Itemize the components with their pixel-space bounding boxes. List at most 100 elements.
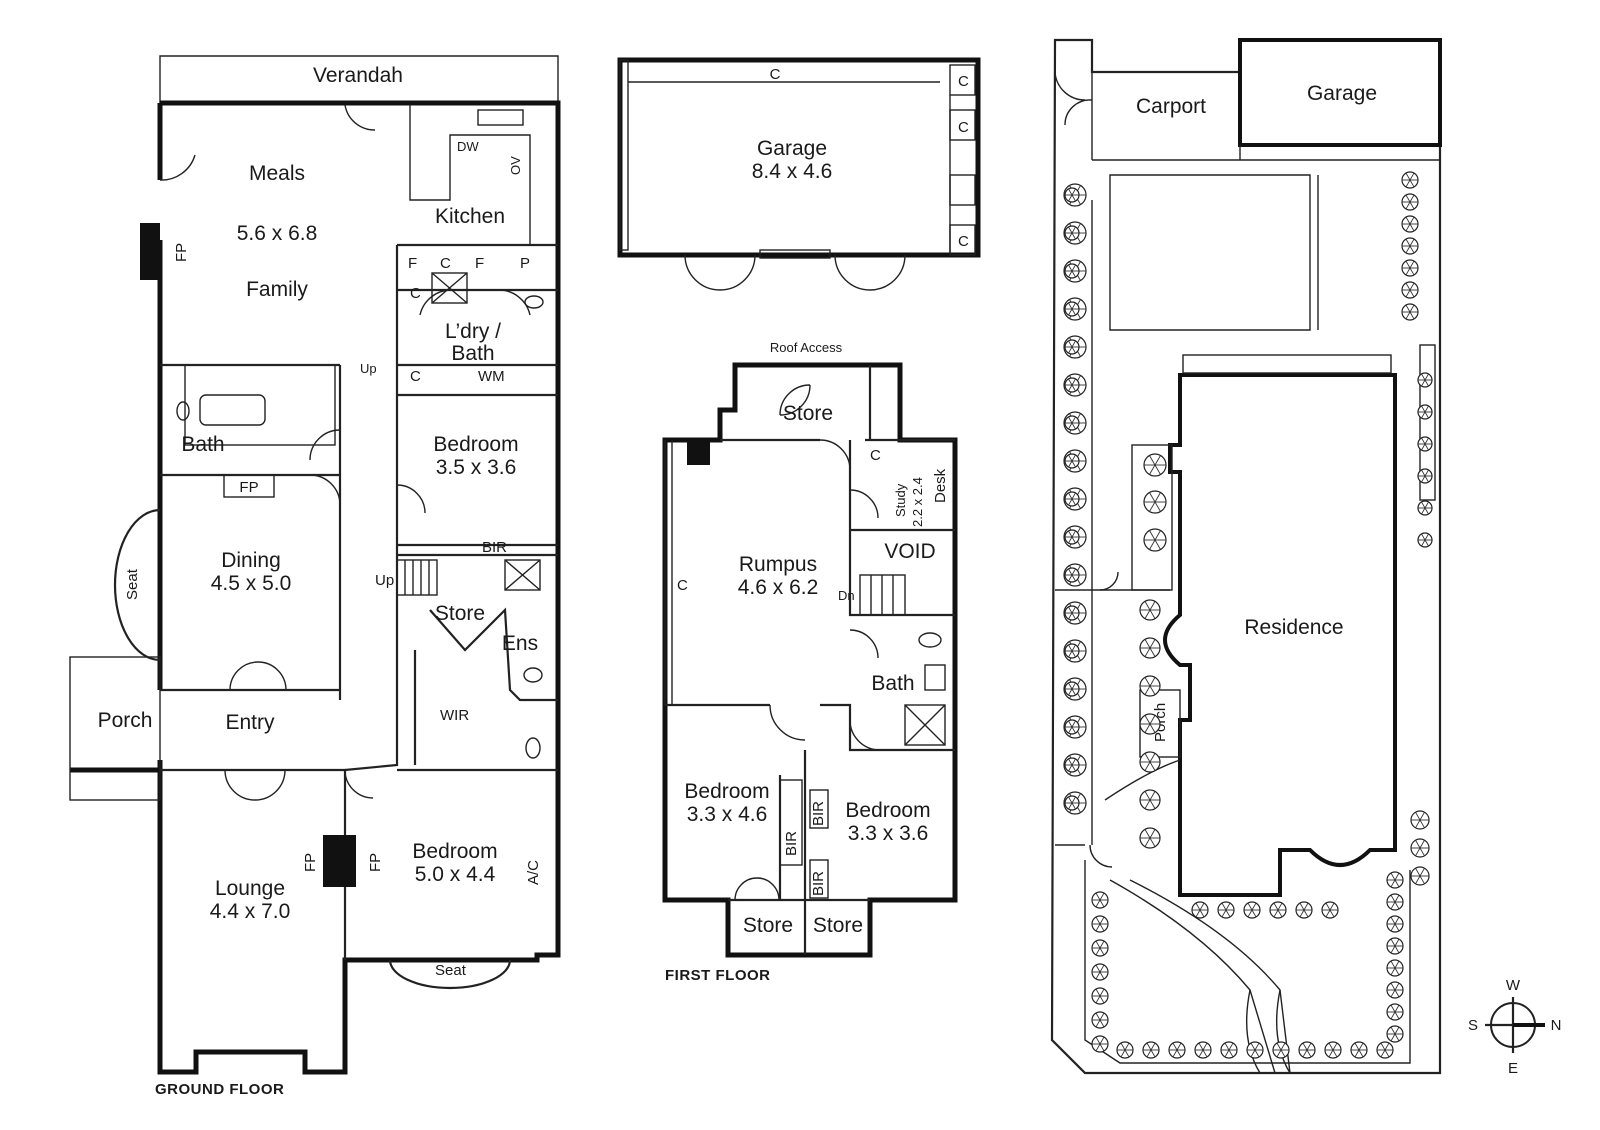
tree-icon: [1064, 757, 1080, 773]
store-label-first-1: Store: [743, 914, 793, 937]
tree-icon: [1386, 981, 1404, 999]
tree-icon: [1410, 838, 1430, 858]
first-floor: Roof Access Store C Study 2.2 x 2.4 Desk…: [662, 340, 958, 984]
bedroom-1-label: Bedroom: [433, 433, 518, 456]
tree-icon: [1410, 866, 1430, 886]
ensuite-label: Ens: [502, 632, 538, 655]
tree-icon: [1417, 532, 1433, 548]
tree-icon: [1191, 901, 1209, 919]
tree-icon: [1417, 468, 1433, 484]
tree-icon: [1091, 963, 1109, 981]
verandah-label: Verandah: [313, 64, 403, 87]
bedroom-1-dimension: 3.5 x 3.6: [436, 456, 517, 479]
tree-icon: [1139, 789, 1161, 811]
kitchen-label: Kitchen: [435, 205, 505, 228]
tree-icon: [1139, 637, 1161, 659]
carport-label: Carport: [1136, 95, 1206, 118]
dishwasher-label: DW: [457, 139, 479, 154]
cupboard-label-3: C: [410, 368, 421, 385]
tree-icon: [1139, 751, 1161, 773]
tree-icon: [1139, 599, 1161, 621]
tree-icon: [1064, 225, 1080, 241]
compass-north: N: [1551, 1017, 1562, 1034]
pantry-label: P: [520, 255, 530, 272]
tree-icon: [1143, 528, 1167, 552]
tree-icon: [1295, 901, 1313, 919]
tree-icon: [1091, 1035, 1109, 1053]
ground-floor: Verandah Meals 5.6 x 6.8 Family Kitchen …: [69, 55, 561, 1098]
compass-south: S: [1468, 1017, 1478, 1034]
void-label: VOID: [884, 540, 935, 563]
tree-icon: [1139, 713, 1161, 735]
tree-icon: [1386, 959, 1404, 977]
tree-icon: [1142, 1041, 1160, 1059]
garage-label: Garage: [757, 137, 827, 160]
tree-icon: [1064, 529, 1080, 545]
first-floor-caption: FIRST FLOOR: [665, 967, 771, 984]
tree-icon: [1417, 404, 1433, 420]
lounge-dimension: 4.4 x 7.0: [210, 900, 291, 923]
tree-icon: [1064, 567, 1080, 583]
tree-icon: [1386, 915, 1404, 933]
tree-icon: [1064, 719, 1080, 735]
tree-icon: [1324, 1041, 1342, 1059]
tree-icon: [1064, 453, 1080, 469]
laundry-label: L’dry /: [445, 320, 501, 343]
bath-label: Bath: [181, 433, 224, 456]
tree-icon: [1091, 987, 1109, 1005]
fireplace-lounge-label: FP: [302, 853, 319, 872]
tree-icon: [1376, 1041, 1394, 1059]
rumpus-label: Rumpus: [739, 553, 817, 576]
fireplace-dining-label: FP: [239, 479, 258, 496]
tree-icon: [1298, 1041, 1316, 1059]
store-label-first-2: Store: [813, 914, 863, 937]
entry-label: Entry: [225, 711, 275, 734]
garage-cupboard-label-3: C: [958, 233, 969, 250]
bedroom-2-dimension: 5.0 x 4.4: [415, 863, 496, 886]
garage-cupboard-label-1: C: [958, 73, 969, 90]
tree-icon: [1386, 1003, 1404, 1021]
fridge-label-1: F: [408, 255, 417, 272]
site-garage-label: Garage: [1307, 82, 1377, 105]
bedroom-4-dimension: 3.3 x 3.6: [848, 822, 929, 845]
rumpus-cupboard-label: C: [677, 577, 688, 594]
air-conditioner-label: A/C: [525, 860, 542, 885]
bedroom-3-label: Bedroom: [684, 780, 769, 803]
bir-label-ground: BIR: [482, 539, 507, 556]
tree-icon: [1064, 605, 1080, 621]
seat-label-bedroom: Seat: [435, 962, 467, 979]
bedroom-2-label: Bedroom: [412, 840, 497, 863]
tree-icon: [1243, 901, 1261, 919]
tree-icon: [1139, 827, 1161, 849]
compass-west: W: [1506, 977, 1521, 994]
bath-label-first: Bath: [871, 672, 914, 695]
meals-dimension: 5.6 x 6.8: [237, 222, 318, 245]
bedroom-3-dimension: 3.3 x 4.6: [687, 803, 768, 826]
dining-label: Dining: [221, 549, 281, 572]
bedroom-4-label: Bedroom: [845, 799, 930, 822]
cupboard-label-2: C: [410, 285, 421, 302]
ground-floor-caption: GROUND FLOOR: [155, 1081, 284, 1098]
tree-icon: [1386, 871, 1404, 889]
study-cupboard-label: C: [870, 447, 881, 464]
tree-icon: [1064, 377, 1080, 393]
meals-label: Meals: [249, 162, 305, 185]
tree-icon: [1064, 643, 1080, 659]
desk-label: Desk: [932, 468, 949, 503]
tree-icon: [1417, 372, 1433, 388]
tree-icon: [1064, 415, 1080, 431]
store-label-first-top: Store: [783, 402, 833, 425]
tree-icon: [1246, 1041, 1264, 1059]
tree-icon: [1143, 453, 1167, 477]
cupboard-label-1: C: [440, 255, 451, 272]
up-label-2: Up: [375, 572, 394, 589]
fireplace-meals-label: FP: [173, 243, 190, 262]
tree-icon: [1401, 215, 1419, 233]
garage-cupboard-label-2: C: [958, 119, 969, 136]
garage-cupboard-label-top: C: [770, 66, 781, 83]
tree-icon: [1139, 675, 1161, 697]
tree-icon: [1401, 259, 1419, 277]
tree-icon: [1091, 915, 1109, 933]
tree-icon: [1064, 339, 1080, 355]
tree-icon: [1217, 901, 1235, 919]
